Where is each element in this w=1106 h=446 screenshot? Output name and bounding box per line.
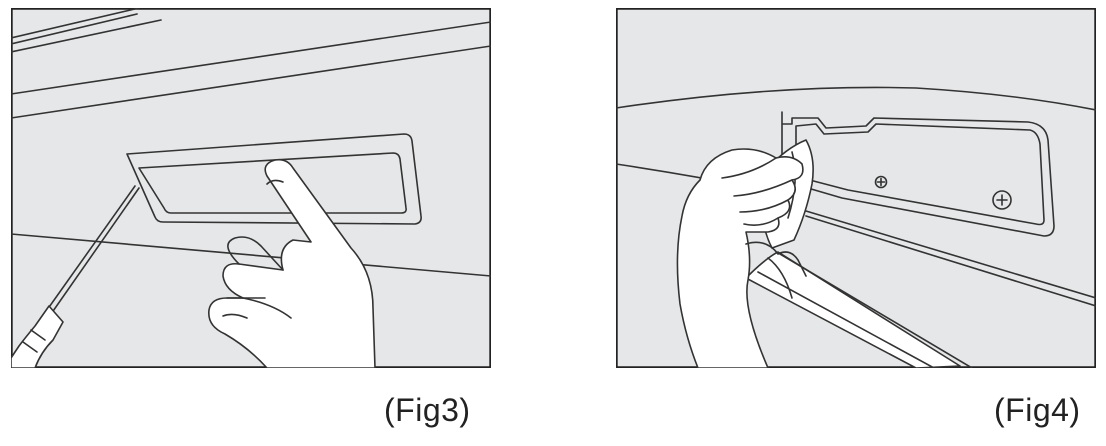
fig3-hand bbox=[208, 158, 376, 368]
fig4-wall-lines bbox=[616, 86, 1096, 307]
fig3-illustration bbox=[11, 8, 491, 368]
fig3-ceiling-lines bbox=[11, 8, 491, 277]
fig3-caption: (Fig3) bbox=[384, 392, 471, 428]
screw-icon bbox=[992, 190, 1012, 210]
fig4-illustration bbox=[616, 8, 1096, 368]
fig4-caption: (Fig4) bbox=[994, 392, 1081, 428]
screw-icon bbox=[874, 175, 888, 189]
fig4-hands bbox=[676, 148, 807, 368]
fig4-cover-strip bbox=[745, 251, 973, 368]
screwdriver-icon bbox=[11, 185, 140, 368]
